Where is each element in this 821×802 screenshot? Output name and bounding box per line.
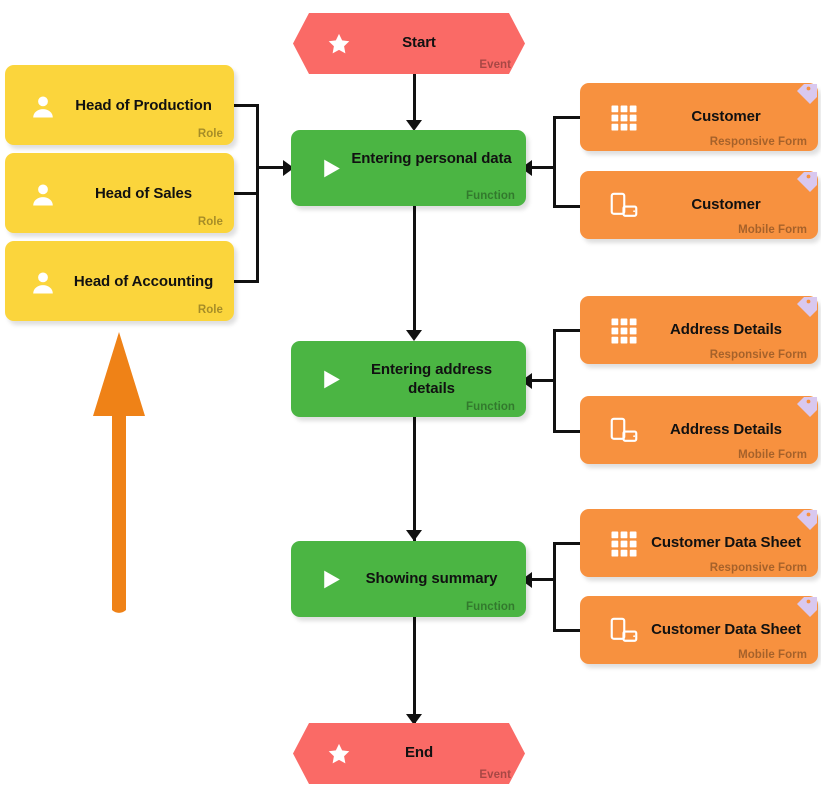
user-icon [29, 181, 57, 209]
form-node-address-details-mobile[interactable]: Address Details Mobile Form [580, 396, 818, 464]
function-label: Entering address details [371, 361, 492, 397]
form-node-customer-responsive[interactable]: Customer Responsive Form [580, 83, 818, 151]
form-node-address-details-responsive[interactable]: Address Details Responsive Form [580, 296, 818, 364]
form-label: Customer [691, 196, 761, 213]
form-node-customer-data-sheet-mobile[interactable]: Customer Data Sheet Mobile Form [580, 596, 818, 664]
event-node-start[interactable]: Start Event [293, 13, 525, 74]
form-label: Customer [691, 108, 761, 125]
form-label: Address Details [670, 421, 782, 438]
event-label: Start [402, 34, 436, 51]
form-type: Responsive Form [709, 349, 807, 361]
play-icon [319, 367, 344, 392]
function-node-entering-address-details[interactable]: Entering address details Function [291, 341, 526, 417]
connector-role2-stub [232, 192, 259, 195]
role-type: Role [197, 304, 223, 316]
form-node-customer-mobile[interactable]: Customer Mobile Form [580, 171, 818, 239]
play-icon [319, 156, 344, 181]
role-label: Head of Accounting [73, 273, 214, 290]
connector-form4-stub [553, 430, 583, 433]
form-type: Responsive Form [709, 562, 807, 574]
connector-forms3-to-function3 [528, 578, 556, 581]
connector-start-to-function1 [413, 70, 416, 122]
connector-form-bus-3 [553, 542, 556, 632]
function-node-entering-personal-data[interactable]: Entering personal data Function [291, 130, 526, 206]
tag-icon [788, 509, 818, 539]
connector-role-bus [256, 104, 259, 283]
tag-icon [788, 596, 818, 626]
grid-icon [609, 103, 639, 133]
connector-form1-stub [553, 116, 583, 119]
form-type: Mobile Form [738, 649, 807, 661]
arrowhead-function3-right [521, 572, 532, 588]
connector-form5-stub [553, 542, 583, 545]
event-type: Event [479, 59, 511, 71]
event-node-end[interactable]: End Event [293, 723, 525, 784]
function-type: Function [466, 401, 515, 413]
function-label: Showing summary [365, 570, 498, 587]
form-type: Mobile Form [738, 449, 807, 461]
mobile-icon [609, 616, 639, 646]
form-node-customer-data-sheet-responsive[interactable]: Customer Data Sheet Responsive Form [580, 509, 818, 577]
form-label: Customer Data Sheet [651, 621, 801, 638]
arrowhead-function1-top [406, 120, 422, 131]
tag-icon [788, 83, 818, 113]
role-node-head-of-production[interactable]: Head of Production Role [5, 65, 234, 145]
connector-form2-stub [553, 205, 583, 208]
arrowhead-function2-right [521, 373, 532, 389]
grid-icon [609, 529, 639, 559]
orange-up-arrow-icon [88, 328, 150, 624]
tag-icon [788, 171, 818, 201]
mobile-icon [609, 191, 639, 221]
role-type: Role [197, 128, 223, 140]
role-node-head-of-accounting[interactable]: Head of Accounting Role [5, 241, 234, 321]
connector-role3-stub [232, 280, 259, 283]
event-label: End [404, 744, 434, 761]
user-icon [29, 93, 57, 121]
arrowhead-function2-top [406, 330, 422, 341]
connector-form6-stub [553, 629, 583, 632]
function-label: Entering personal data [351, 150, 512, 167]
connector-function1-to-function2 [413, 206, 416, 332]
connector-role1-stub [232, 104, 259, 107]
connector-roles-to-function1 [256, 166, 292, 169]
connector-forms1-to-function1 [528, 166, 556, 169]
connector-forms2-to-function2 [528, 379, 556, 382]
tag-icon [788, 396, 818, 426]
role-type: Role [197, 216, 223, 228]
grid-icon [609, 316, 639, 346]
connector-function2-to-function3 [413, 416, 416, 544]
function-type: Function [466, 190, 515, 202]
user-icon [29, 269, 57, 297]
event-type: Event [479, 769, 511, 781]
mobile-icon [609, 416, 639, 446]
role-label: Head of Production [75, 97, 212, 114]
star-icon [326, 31, 352, 57]
arrowhead-function1-right [521, 160, 532, 176]
connector-function3-to-end [413, 616, 416, 726]
form-type: Responsive Form [709, 136, 807, 148]
arrowhead-end-top [406, 714, 422, 725]
arrowhead-function3-top [406, 530, 422, 541]
play-icon [319, 567, 344, 592]
form-label: Address Details [670, 321, 782, 338]
role-node-head-of-sales[interactable]: Head of Sales Role [5, 153, 234, 233]
function-type: Function [466, 601, 515, 613]
tag-icon [788, 296, 818, 326]
arrowhead-function1-left [283, 160, 294, 176]
connector-form3-stub [553, 329, 583, 332]
form-label: Customer Data Sheet [651, 534, 801, 551]
role-label: Head of Sales [94, 185, 193, 202]
connector-form-bus-1 [553, 116, 556, 208]
star-icon [326, 741, 352, 767]
form-type: Mobile Form [738, 224, 807, 236]
function-node-showing-summary[interactable]: Showing summary Function [291, 541, 526, 617]
